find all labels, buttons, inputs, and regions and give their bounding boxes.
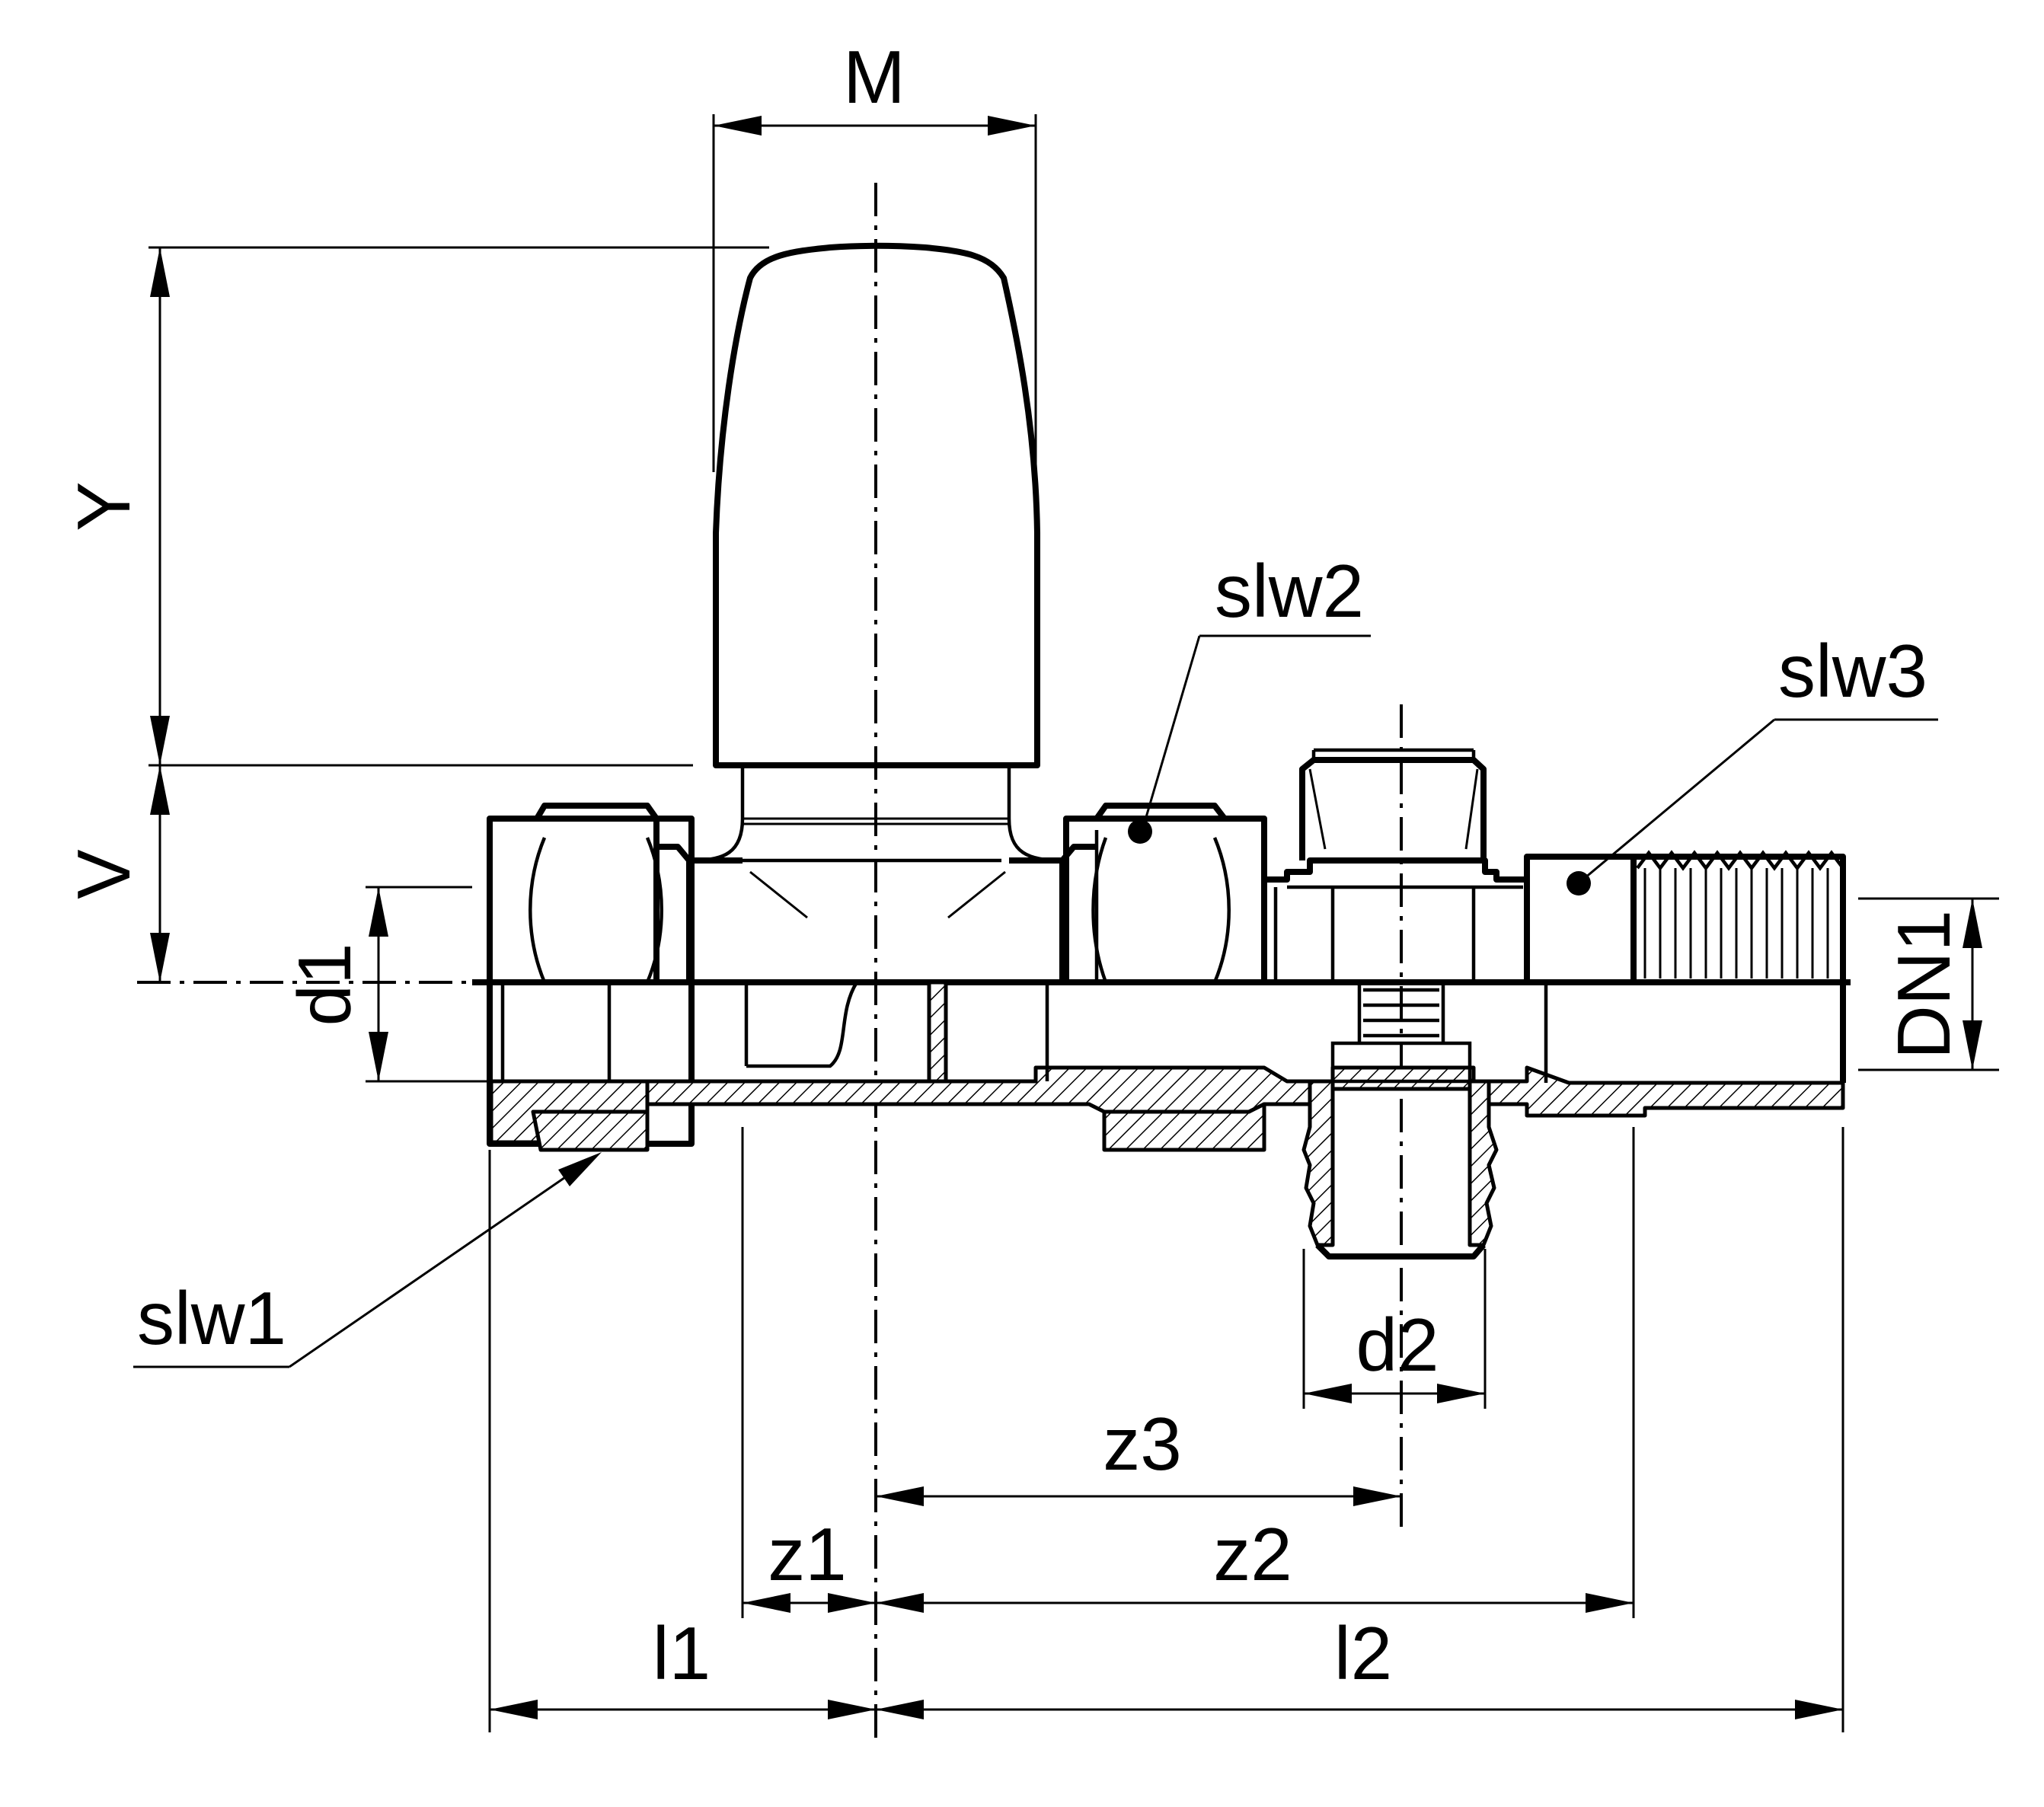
callouts: slw1 slw2 slw3 — [133, 549, 1938, 1368]
left-nut-curve-2 — [645, 837, 663, 983]
dim-label-d2: d2 — [1356, 1303, 1439, 1387]
drain-cap-bevel — [1308, 768, 1479, 850]
l1-arrow-right — [828, 1700, 876, 1719]
middle-nut-curve-2 — [1212, 837, 1231, 983]
drain-spigot-right — [1468, 1079, 1499, 1247]
slw1-arrow — [558, 1152, 602, 1186]
central-body — [686, 860, 1065, 982]
left-nut-curve — [529, 837, 547, 983]
Y-arrow-top — [150, 247, 170, 297]
z2-arrow-right — [1586, 1593, 1634, 1613]
handle-stem-right — [1007, 765, 1063, 863]
dim-label-Y: Y — [62, 481, 145, 531]
middle-nut-curve — [1091, 837, 1108, 983]
dim-label-l2: l2 — [1334, 1611, 1392, 1695]
slw2-leader — [1141, 635, 1201, 831]
dimensions: M Y V d1 DN1 d2 — [62, 35, 1999, 1732]
middle-nut-hatch — [1102, 1102, 1266, 1152]
left-ferrule-hatch — [531, 1109, 650, 1152]
d2-arrow-left — [1304, 1384, 1352, 1403]
handle-cap — [713, 242, 1040, 768]
handle-stem — [692, 765, 1001, 863]
drain-plug — [1330, 1041, 1472, 1084]
z3-arrow-left — [876, 1486, 924, 1506]
z1-arrow-right — [828, 1593, 876, 1613]
slw3-leader — [1579, 718, 1775, 883]
z1-arrow-left — [743, 1593, 790, 1613]
drain-spigot-bottom — [1315, 1243, 1487, 1259]
V-arrow-top — [150, 765, 170, 815]
V-arrow-bottom — [150, 933, 170, 982]
dim-label-l1: l1 — [653, 1611, 711, 1695]
dim-label-M: M — [843, 35, 905, 119]
body-wall-hatch — [645, 1065, 1845, 1118]
z3-arrow-right — [1353, 1486, 1401, 1506]
dim-label-z2: z2 — [1213, 1512, 1292, 1596]
center-lines — [137, 183, 1403, 1744]
dim-label-z3: z3 — [1103, 1402, 1182, 1486]
valve-body-upper — [472, 748, 1851, 985]
M-arrow-right — [988, 116, 1036, 136]
DN1-arrow-bottom — [1963, 1020, 1982, 1070]
callout-label-slw3: slw3 — [1778, 629, 1927, 713]
threaded-tail — [1634, 854, 1846, 982]
thread-lines — [1643, 868, 1829, 979]
DN1-arrow-top — [1963, 899, 1982, 948]
middle-hex-nut — [1094, 803, 1228, 821]
valve-handle — [692, 242, 1063, 863]
center-passage — [744, 981, 858, 1068]
dim-label-DN1: DN1 — [1882, 910, 1966, 1059]
center-web-hatch — [927, 980, 948, 1084]
slw3-dot — [1567, 871, 1591, 896]
callout-label-slw2: slw2 — [1215, 549, 1364, 633]
slw1-leader — [289, 1156, 595, 1368]
dim-label-z1: z1 — [768, 1512, 847, 1596]
body-inner-diag-1 — [749, 870, 808, 919]
d1-arrow-bottom — [369, 1032, 388, 1081]
slw2-dot — [1128, 819, 1152, 844]
body-inner-diag-2 — [947, 870, 1006, 919]
dim-label-V: V — [62, 849, 145, 899]
d2-arrow-right — [1437, 1384, 1485, 1403]
dim-label-d1: d1 — [283, 943, 366, 1026]
l1-arrow-left — [490, 1700, 538, 1719]
drain-spigot-left — [1301, 1079, 1335, 1247]
valve-body-section — [487, 979, 1846, 1259]
drain-screw — [1357, 982, 1445, 1043]
left-hex-nut — [534, 803, 660, 982]
l2-arrow-left — [876, 1700, 924, 1719]
central-body-top — [689, 844, 1097, 864]
right-body — [1264, 857, 1530, 982]
thread-teeth — [1636, 850, 1844, 871]
callout-label-slw1: slw1 — [137, 1276, 286, 1360]
M-arrow-left — [714, 116, 762, 136]
d1-arrow-top — [369, 887, 388, 937]
Y-arrow-bottom — [150, 716, 170, 765]
drain-cap — [1299, 757, 1487, 860]
z2-arrow-left — [876, 1593, 924, 1613]
l2-arrow-right — [1795, 1700, 1843, 1719]
